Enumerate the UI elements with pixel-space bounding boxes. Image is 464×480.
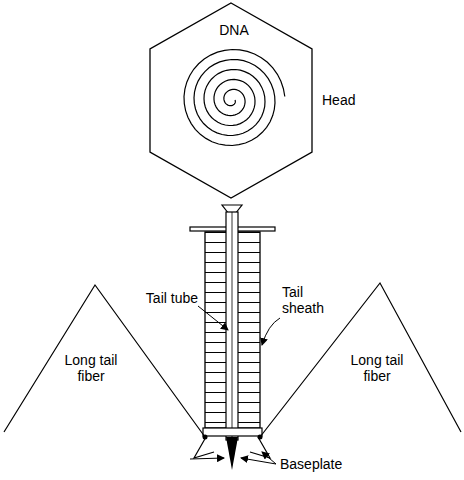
- part-label: Long tail fiber: [60, 352, 122, 384]
- leader-line: [198, 306, 228, 330]
- leader-line: [190, 458, 224, 459]
- part-label: Tail tube: [100, 290, 198, 306]
- tail-fiber: [260, 283, 461, 437]
- part-label: DNA: [214, 22, 254, 38]
- tail-tube: [226, 212, 238, 440]
- tail-pin: [250, 437, 270, 458]
- part-label: Tail sheath: [282, 284, 342, 316]
- tail-pin: [194, 437, 214, 458]
- dna-spiral: [184, 50, 285, 146]
- head-capsid: [150, 3, 312, 198]
- leader-line: [262, 318, 280, 345]
- leader-line: [262, 452, 276, 464]
- part-label: Head: [322, 92, 382, 108]
- tail-fiber: [4, 285, 205, 437]
- part-label: Baseplate: [280, 456, 370, 472]
- tail-tip: [226, 437, 238, 470]
- part-label: Long tail fiber: [346, 352, 408, 384]
- baseplate: [203, 428, 262, 436]
